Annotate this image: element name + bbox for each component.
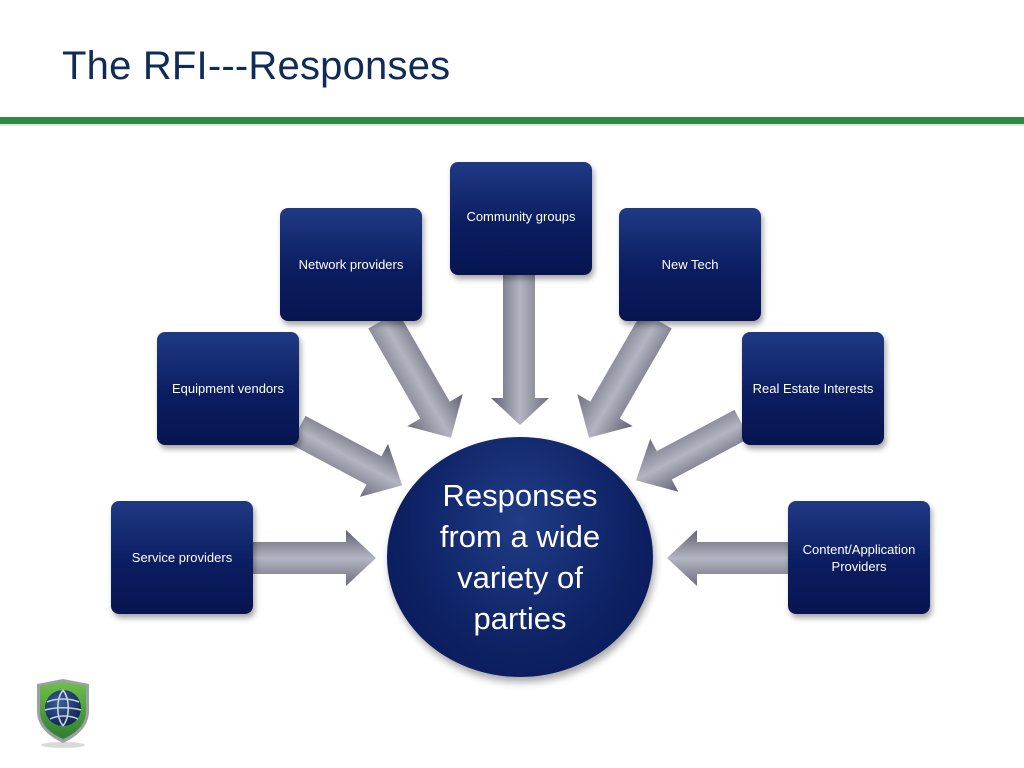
hub-label: Responses from a wide variety of parties (439, 478, 601, 636)
title-divider (0, 117, 1024, 126)
arrow-real-estate-interests (636, 409, 750, 492)
node-community-groups: Community groups (450, 162, 592, 275)
arrow-equipment-vendors (290, 415, 403, 497)
hub-circle: Responses from a wide variety of parties (387, 437, 653, 677)
node-community-groups-label: Community groups (466, 209, 576, 224)
arrow-community-groups (491, 275, 549, 425)
arrow-network-providers (368, 311, 463, 438)
node-equipment-vendors: Equipment vendors (157, 332, 299, 445)
node-real-estate-interests: Real Estate Interests (742, 332, 884, 445)
node-network-providers: Network providers (280, 208, 422, 321)
node-service-providers: Service providers (111, 501, 253, 614)
arrow-service-providers (253, 530, 376, 586)
slide-title: The RFI---Responses (62, 44, 451, 88)
arrow-content-application-providers (667, 530, 788, 586)
arrow-new-tech (577, 311, 672, 438)
shield-globe-logo-icon (37, 679, 89, 748)
node-new-tech: New Tech (619, 208, 761, 321)
node-content-application-providers: Content/Application Providers (788, 501, 930, 614)
